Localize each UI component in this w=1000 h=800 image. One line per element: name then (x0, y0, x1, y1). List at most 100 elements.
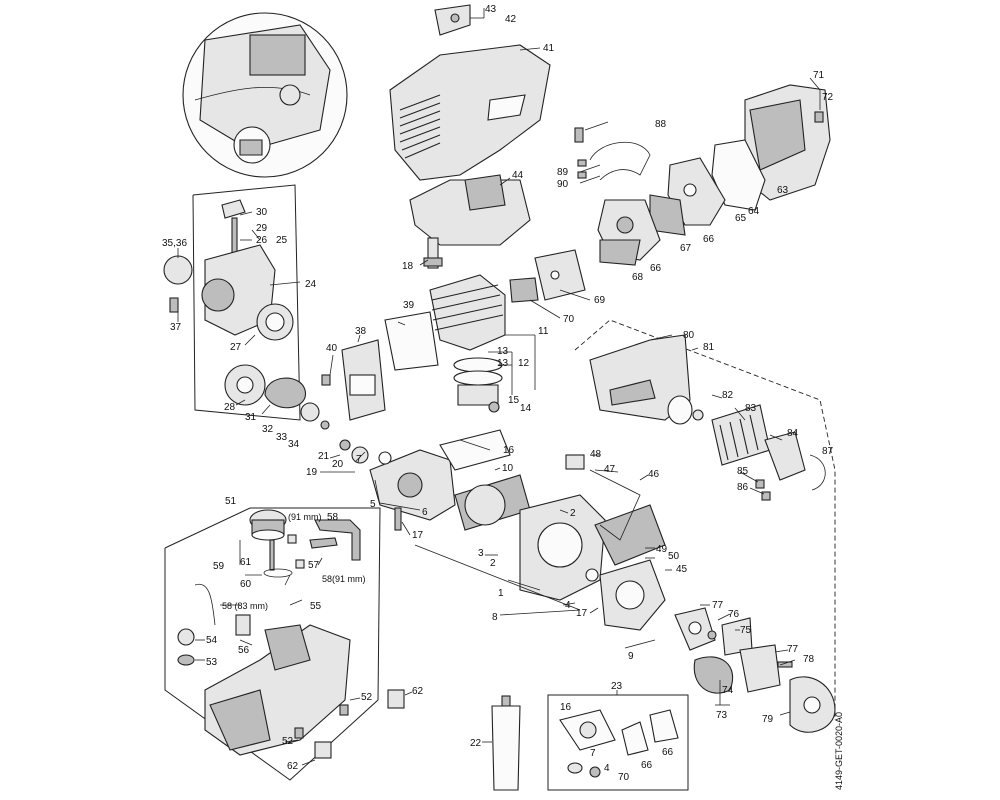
label-23: 23 (611, 681, 623, 692)
label-29: 29 (256, 223, 268, 234)
label-50: 50 (668, 551, 680, 562)
label-2-upper: 2 (570, 508, 576, 519)
label-24: 24 (305, 279, 317, 290)
label-34: 34 (288, 439, 300, 450)
label-8: 8 (492, 612, 498, 623)
crankcase (339, 429, 666, 631)
label-66-kit-b: 66 (662, 747, 674, 758)
label-86: 86 (737, 482, 749, 493)
label-52-bottom: 52 (282, 736, 294, 747)
dashed-outline (574, 319, 836, 720)
label-15: 15 (508, 395, 520, 406)
label-39: 39 (403, 300, 415, 311)
label-51: 51 (225, 496, 237, 507)
label-62-bottom: 62 (287, 761, 299, 772)
label-5: 5 (370, 499, 376, 510)
label-37: 37 (170, 322, 182, 333)
label-66-top: 66 (703, 234, 715, 245)
label-82: 82 (722, 390, 734, 401)
drawing-code: 4149-GET-0020-A0 (834, 712, 844, 790)
label-25: 25 (276, 235, 288, 246)
part-number-labels: 43 42 41 44 18 71 72 88 89 90 63 64 65 6… (162, 4, 834, 783)
air-filter-assembly (509, 84, 831, 303)
label-1: 1 (498, 588, 504, 599)
label-31: 31 (245, 412, 257, 423)
label-11: 11 (538, 326, 549, 337)
label-14: 14 (520, 403, 532, 414)
label-69: 69 (594, 295, 606, 306)
label-17-lower: 17 (576, 608, 588, 619)
label-70-kit: 70 (618, 772, 630, 783)
label-75: 75 (740, 625, 752, 636)
leader-lines (177, 8, 821, 766)
label-27: 27 (230, 342, 242, 353)
label-52-right: 52 (361, 692, 373, 703)
label-88: 88 (655, 119, 667, 130)
label-21: 21 (318, 451, 330, 462)
label-57: 57 (308, 560, 320, 571)
label-70: 70 (563, 314, 575, 325)
engine-shroud (389, 4, 551, 246)
label-74: 74 (722, 685, 734, 696)
label-53: 53 (206, 657, 218, 668)
label-87: 87 (822, 446, 834, 457)
label-79: 79 (762, 714, 774, 725)
label-16-kit: 16 (560, 702, 572, 713)
label-66-mid: 66 (650, 263, 662, 274)
clutch (674, 607, 836, 733)
label-4-kit: 4 (604, 763, 610, 774)
label-48: 48 (590, 449, 602, 460)
magnifier-detail-icon (182, 12, 348, 178)
label-72: 72 (822, 92, 834, 103)
label-55: 55 (310, 601, 322, 612)
fan-housing (589, 334, 826, 501)
label-6: 6 (422, 507, 428, 518)
label-80: 80 (683, 330, 695, 341)
label-7: 7 (356, 454, 362, 465)
label-60: 60 (240, 579, 252, 590)
label-90: 90 (557, 179, 569, 190)
label-58-91mm: 58(91 mm) (322, 574, 366, 584)
label-20: 20 (332, 459, 344, 470)
label-38: 38 (355, 326, 367, 337)
label-49: 49 (656, 544, 668, 555)
label-47: 47 (604, 464, 616, 475)
label-30: 30 (256, 207, 268, 218)
label-54: 54 (206, 635, 218, 646)
label-91mm-upper: (91 mm) (288, 512, 322, 522)
label-77-upper: 77 (712, 600, 724, 611)
fuel-tank (177, 509, 405, 759)
label-71: 71 (813, 70, 825, 81)
label-66-kit-a: 66 (641, 760, 653, 771)
label-22: 22 (470, 738, 482, 749)
label-28: 28 (224, 402, 236, 413)
label-58-upper: 58 (327, 512, 339, 523)
label-84: 84 (787, 428, 799, 439)
muffler (321, 311, 439, 421)
label-67: 67 (680, 243, 692, 254)
label-2-lower: 2 (490, 558, 496, 569)
label-42: 42 (505, 14, 517, 25)
label-4: 4 (565, 600, 571, 611)
label-85: 85 (737, 466, 749, 477)
label-9: 9 (628, 651, 634, 662)
starter-box-frame (192, 184, 301, 421)
label-77-lower: 77 (787, 644, 799, 655)
label-61: 61 (240, 557, 252, 568)
label-59: 59 (213, 561, 225, 572)
label-33: 33 (276, 432, 288, 443)
label-44: 44 (512, 170, 524, 181)
label-65: 65 (735, 213, 747, 224)
label-45: 45 (676, 564, 688, 575)
label-58-83mm: 58 (83 mm) (222, 601, 268, 611)
rewind-starter (163, 199, 330, 430)
label-41: 41 (543, 43, 555, 54)
label-3: 3 (478, 548, 484, 559)
label-68: 68 (632, 272, 644, 283)
grease-tube (491, 695, 521, 791)
gasket-kit-frame (547, 694, 689, 791)
label-89: 89 (557, 167, 569, 178)
label-17: 17 (412, 530, 424, 541)
label-83: 83 (745, 403, 757, 414)
label-76: 76 (728, 609, 740, 620)
